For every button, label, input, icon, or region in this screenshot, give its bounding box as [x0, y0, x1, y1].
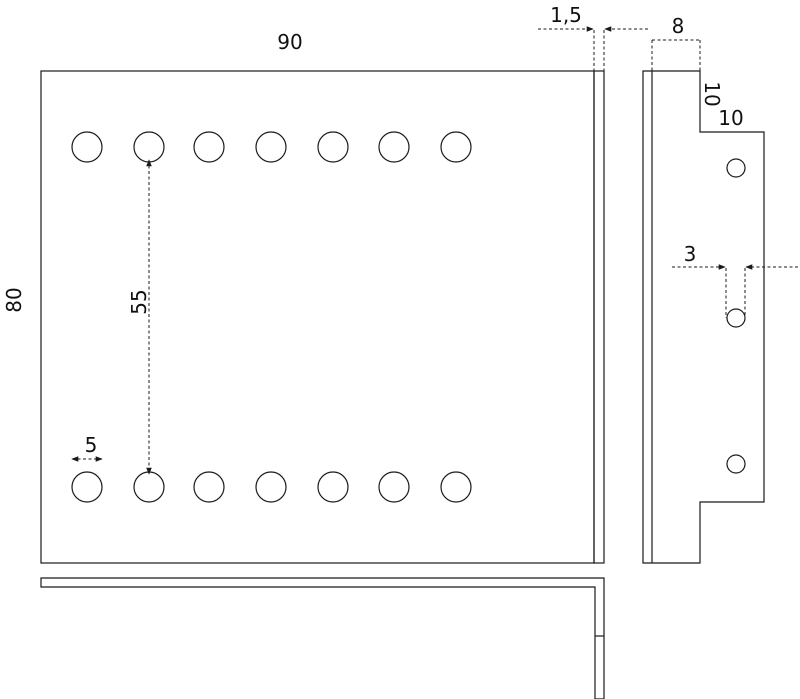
- bottom-hole-row: [71, 471, 472, 503]
- step-horizontal-label: 10: [718, 106, 743, 130]
- front-plate-thickness: [593, 70, 605, 564]
- hole: [133, 471, 165, 503]
- front-view: 55 5 90 80 1,5: [2, 3, 648, 564]
- side-hole: [726, 454, 746, 474]
- hole: [255, 131, 287, 163]
- hole: [378, 471, 410, 503]
- flange-label: 8: [672, 14, 685, 38]
- thickness-label: 1,5: [550, 3, 582, 27]
- hole: [193, 131, 225, 163]
- bottom-view: [40, 577, 605, 699]
- side-hole: [726, 308, 746, 328]
- bottom-profile: [40, 577, 605, 699]
- hole-size-label: 5: [85, 433, 98, 457]
- top-hole-row: [71, 131, 472, 163]
- hole: [317, 131, 349, 163]
- side-profile: [642, 70, 765, 564]
- hole: [193, 471, 225, 503]
- step-vertical-label: 10: [700, 81, 724, 106]
- hole: [133, 131, 165, 163]
- hole: [71, 131, 103, 163]
- hole: [378, 131, 410, 163]
- side-hole: [726, 158, 746, 178]
- slot-width-label: 3: [684, 242, 697, 266]
- front-plate: [40, 70, 595, 564]
- hole: [71, 471, 103, 503]
- hole-spacing-label: 55: [127, 289, 151, 314]
- height-label: 80: [2, 287, 26, 312]
- hole: [317, 471, 349, 503]
- width-label: 90: [277, 30, 302, 54]
- hole: [440, 471, 472, 503]
- hole: [440, 131, 472, 163]
- side-view: 8 10 10 3: [642, 14, 798, 564]
- hole: [255, 471, 287, 503]
